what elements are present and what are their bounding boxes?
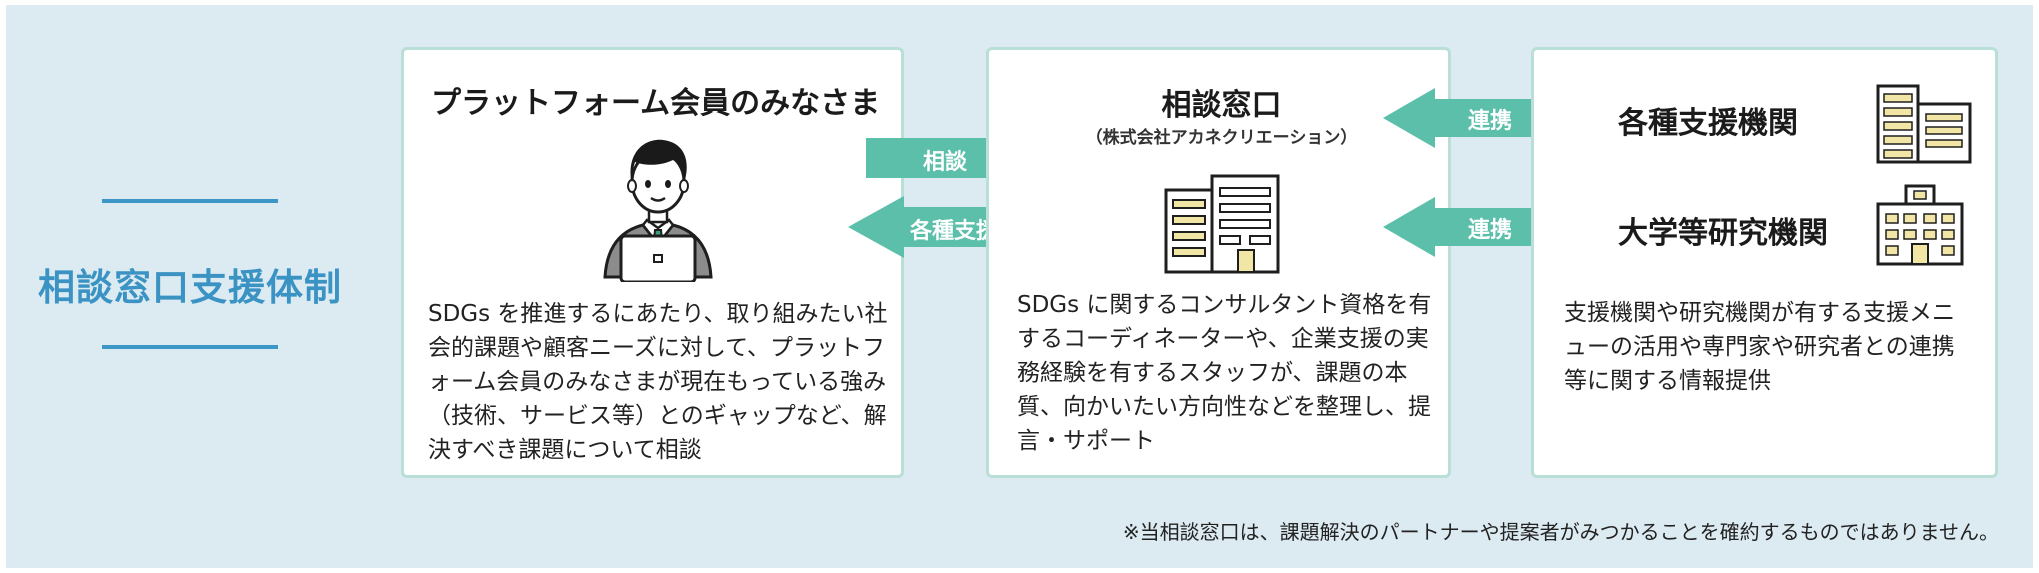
- side-title-top-line: [102, 199, 278, 203]
- side-title-block: 相談窓口支援体制: [30, 195, 350, 355]
- consultation-desk-card: 相談窓口 （株式会社アカネクリエーション） SDGs に関するコンサルタント資格…: [986, 47, 1451, 478]
- consult-arrow-label: 相談: [922, 150, 967, 175]
- office-tower-icon: [1876, 84, 1972, 164]
- consultation-desk-subtitle: （株式会社アカネクリエーション）: [1085, 128, 1358, 148]
- side-title: 相談窓口支援体制: [38, 266, 342, 309]
- office-building-icon: [1164, 174, 1280, 274]
- partner-institutions-body: 支援機関や研究機関が有する支援メニューの活用や専門家や研究者との連携等に関する情…: [1564, 300, 1955, 394]
- member-card-body: SDGs を推進するにあたり、取り組みたい社会的課題や顧客ニーズに対して、プラッ…: [428, 301, 888, 463]
- member-card: プラットフォーム会員のみなさま SDGs を推進す: [401, 47, 904, 478]
- consultation-desk-body: SDGs に関するコンサルタント資格を有するコーディネーターや、企業支援の実務経…: [1017, 292, 1432, 454]
- disclaimer-footnote: ※当相談窓口は、課題解決のパートナーや提案者がみつかることを確約するものではあり…: [1122, 520, 1999, 544]
- support-institutions-label: 各種支援機関: [1618, 106, 1798, 141]
- consultation-desk-title: 相談窓口: [1161, 88, 1282, 123]
- research-institutions-label: 大学等研究機関: [1618, 216, 1828, 251]
- link-arrow-lower-label: 連携: [1467, 218, 1512, 243]
- university-building-icon: [1876, 184, 1964, 266]
- side-title-bottom-line: [102, 345, 278, 349]
- support-arrow: [848, 196, 1026, 258]
- link-arrow-upper-label: 連携: [1467, 109, 1512, 134]
- partner-institutions-card: 各種支援機関 大学等研究機関: [1531, 47, 1998, 478]
- support-arrow-label: 各種支援: [909, 219, 998, 244]
- person-laptop-icon: [603, 139, 713, 282]
- member-card-title: プラットフォーム会員のみなさま: [431, 86, 881, 121]
